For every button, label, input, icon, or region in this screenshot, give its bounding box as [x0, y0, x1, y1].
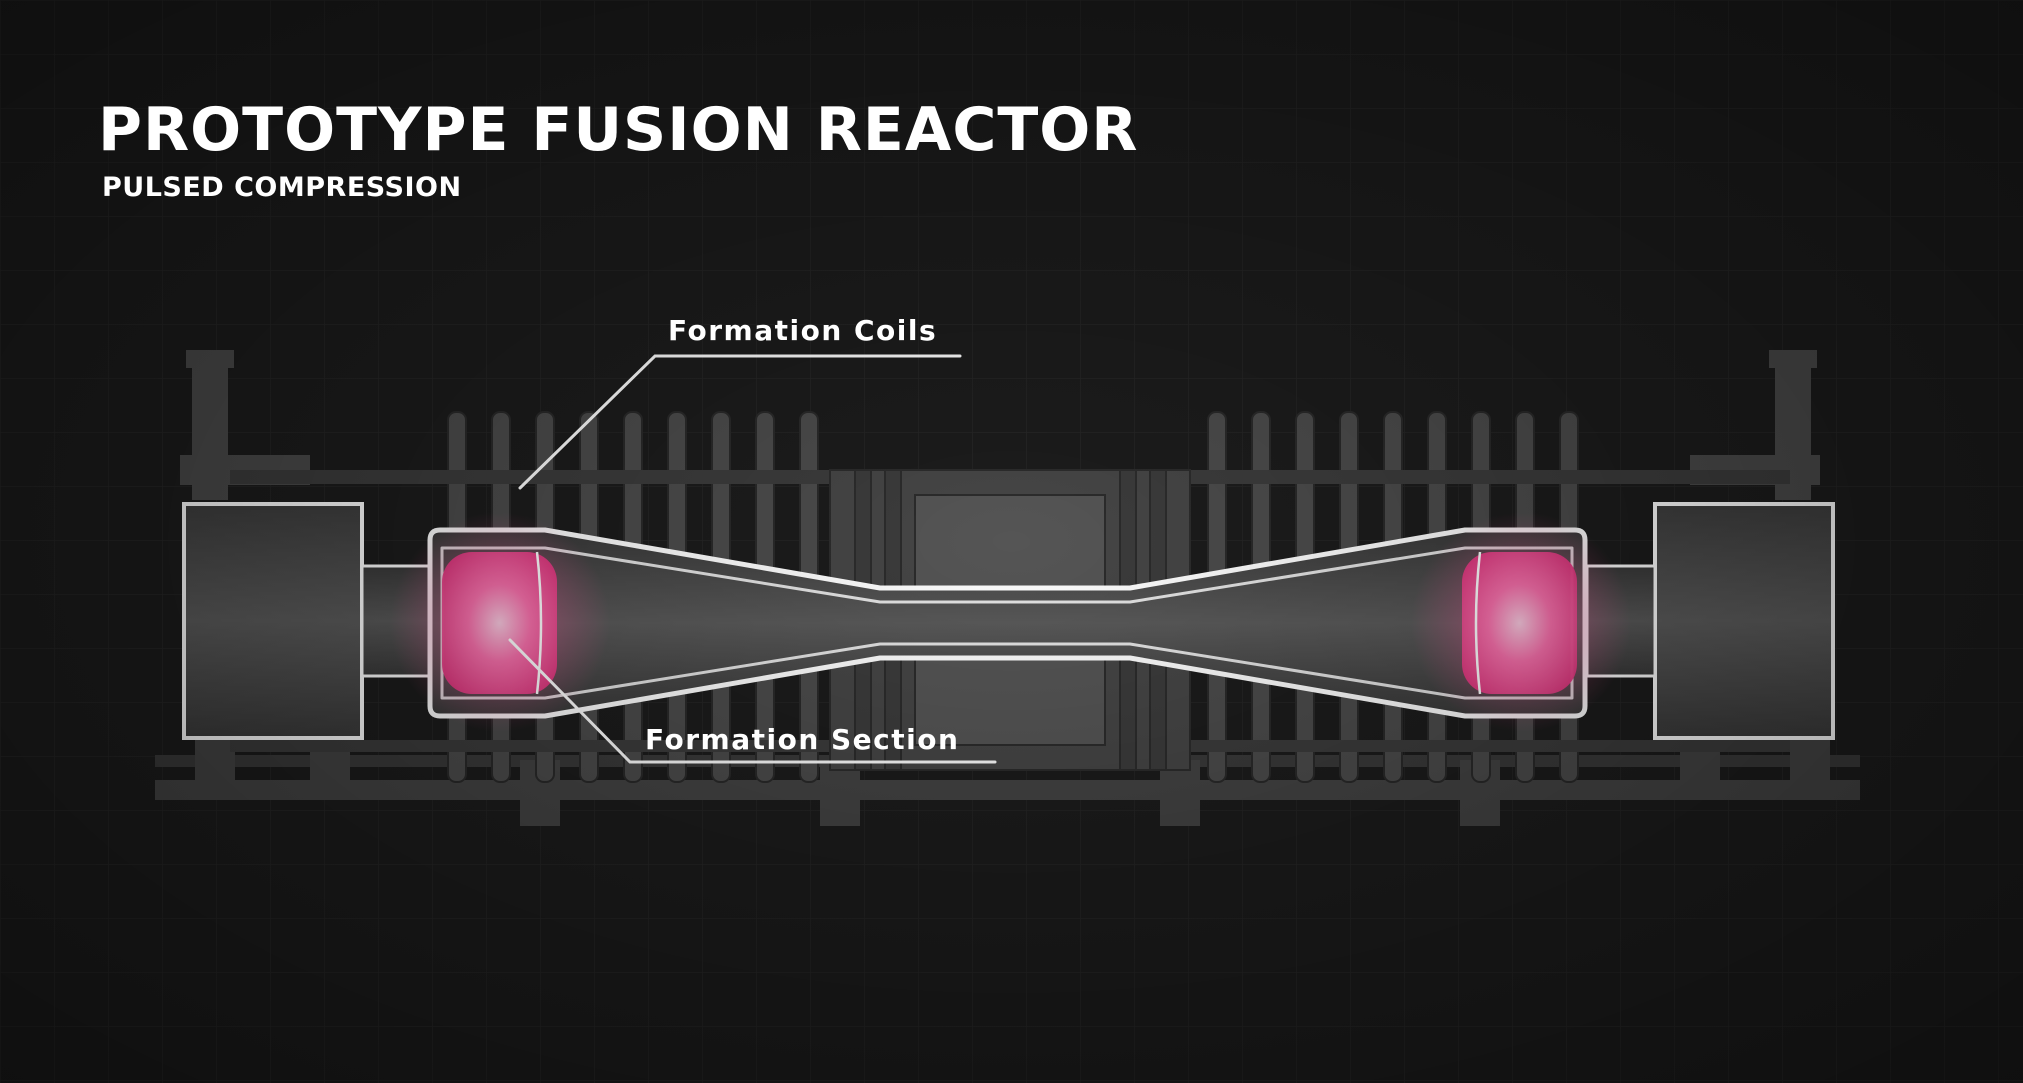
- formation-section-label: Formation Section: [645, 723, 960, 756]
- page-subtitle: PULSED COMPRESSION: [102, 172, 462, 203]
- formation-coils-label: Formation Coils: [668, 314, 938, 347]
- page-title: PROTOTYPE FUSION REACTOR: [98, 95, 1139, 165]
